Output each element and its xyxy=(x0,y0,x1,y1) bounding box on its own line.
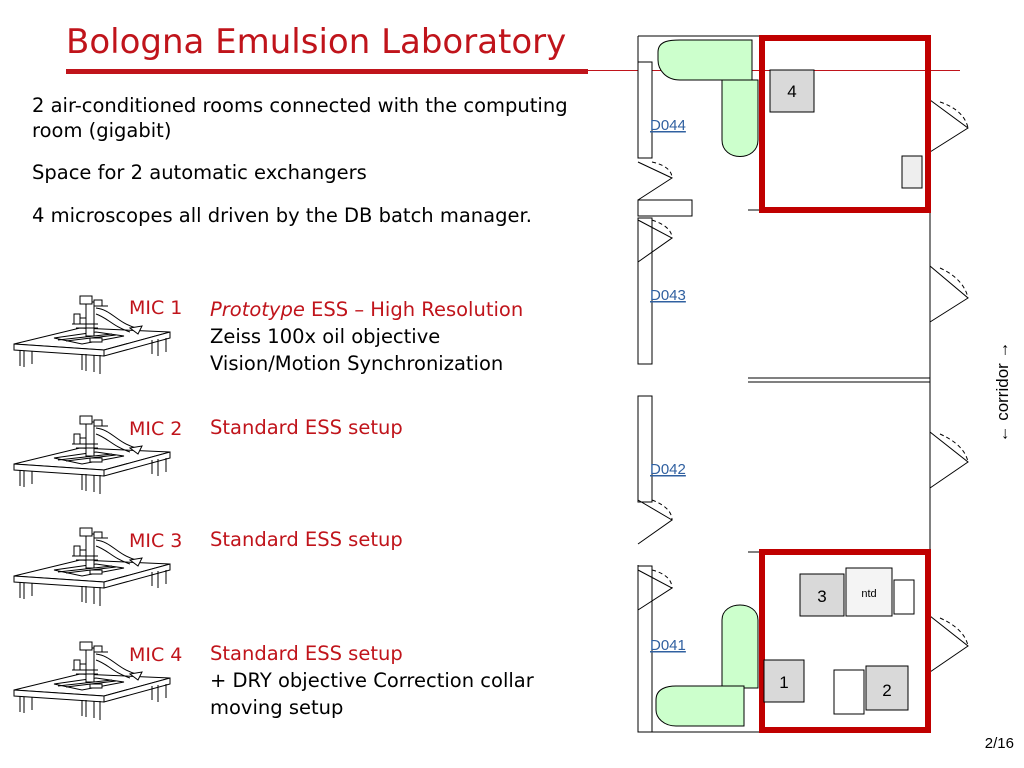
room-d041-link[interactable]: D041 xyxy=(650,637,686,654)
mic-2-line1: Standard ESS setup xyxy=(210,416,403,439)
highlight-room-top xyxy=(759,35,931,213)
cabinet-top xyxy=(901,155,923,189)
station-2-box xyxy=(865,665,909,711)
title-underline xyxy=(66,69,588,74)
station-1-number: 1 xyxy=(779,673,788,692)
bullet-microscopes: 4 microscopes all driven by the DB batch… xyxy=(32,204,532,227)
station-1-box xyxy=(763,659,805,703)
floor-plan: 4 3 ntd 1 2 D044 D043 D042 D041 xyxy=(637,35,969,733)
mic-4-line2: + DRY objective Correction collar xyxy=(210,669,534,692)
bullet-exchangers: Space for 2 automatic exchangers xyxy=(32,161,367,184)
mic-1-description: Prototype ESS – High Resolution Zeiss 10… xyxy=(210,296,523,377)
room-d042-link[interactable]: D042 xyxy=(650,461,686,478)
mic-4-line1: Standard ESS setup xyxy=(210,642,403,665)
station-2-number: 2 xyxy=(882,681,891,700)
station-3-number: 3 xyxy=(817,587,826,606)
ntd-label: ntd xyxy=(861,588,876,600)
mic-3-label: MIC 3 xyxy=(129,530,183,552)
station-4-box xyxy=(769,69,815,113)
station-3-box xyxy=(799,573,845,617)
ntd-box xyxy=(845,567,893,617)
highlight-room-bottom xyxy=(759,549,931,733)
room-d044-link[interactable]: D044 xyxy=(650,117,686,134)
bench-d041-bottom xyxy=(655,685,745,727)
mic-1-line1: ESS – High Resolution xyxy=(304,298,524,321)
bullet-rooms: 2 air-conditioned rooms connected with t… xyxy=(32,94,568,142)
mic-1-line3: Vision/Motion Synchronization xyxy=(210,352,504,375)
bench-d044-side xyxy=(721,79,759,157)
mic-4-label: MIC 4 xyxy=(129,644,183,666)
mic-1-label: MIC 1 xyxy=(129,297,183,319)
room-d043-link[interactable]: D043 xyxy=(650,287,686,304)
mic-4-line3: moving setup xyxy=(210,696,344,719)
corridor-label: ← corridor → xyxy=(993,341,1012,442)
mic-2-label: MIC 2 xyxy=(129,418,183,440)
mic-3-line1: Standard ESS setup xyxy=(210,528,403,551)
mic-1-prototype: Prototype xyxy=(210,298,305,321)
station-4-number: 4 xyxy=(787,82,796,101)
page-number: 2/16 xyxy=(984,735,1014,752)
mic-4-description: Standard ESS setup + DRY objective Corre… xyxy=(210,640,534,721)
small-box-bottom xyxy=(833,669,865,715)
mic-1-line2: Zeiss 100x oil objective xyxy=(210,325,441,348)
bench-d044-top xyxy=(657,39,753,81)
bench-d041-side xyxy=(721,604,759,689)
corridor-label-box: ← corridor → xyxy=(993,341,1012,442)
small-box-right xyxy=(893,579,915,615)
slide-title: Bologna Emulsion Laboratory xyxy=(66,22,567,62)
